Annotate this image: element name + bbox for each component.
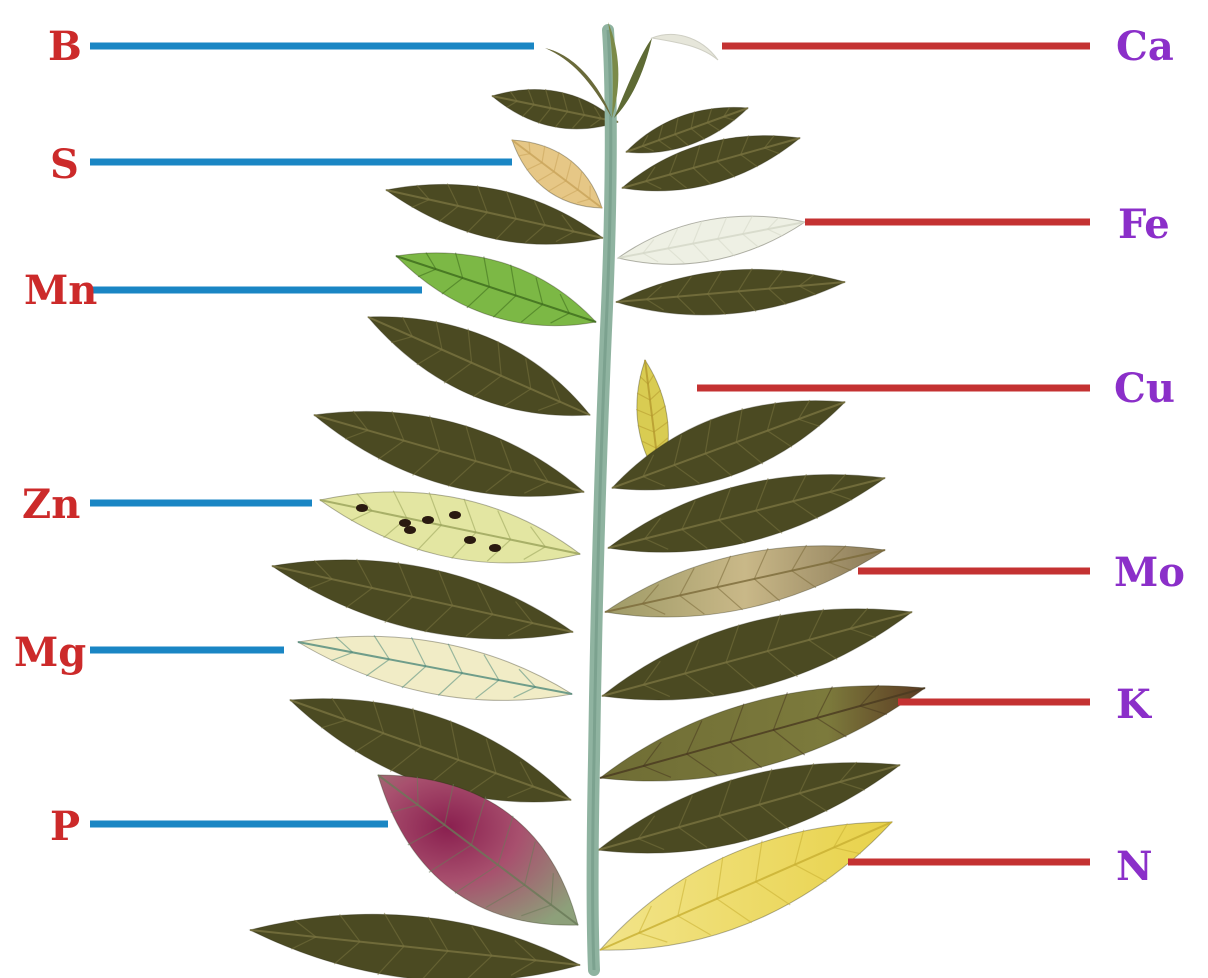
plant-stem	[593, 30, 611, 970]
label-n: N	[1116, 843, 1153, 890]
label-cu: Cu	[1114, 365, 1175, 412]
label-s: S	[50, 141, 79, 188]
label-p: P	[50, 803, 80, 850]
label-mo: Mo	[1114, 549, 1185, 596]
leaf-left-mn	[396, 253, 596, 326]
leaf-left-zn	[320, 491, 580, 563]
label-zn: Zn	[22, 481, 80, 528]
label-mg: Mg	[14, 629, 86, 676]
leaf-left-5	[272, 559, 573, 639]
label-k: K	[1116, 681, 1152, 728]
label-ca: Ca	[1116, 23, 1174, 70]
leaf-right-fe	[618, 215, 805, 264]
leaf-left-4	[314, 411, 584, 496]
leaf-right-mo	[605, 545, 885, 617]
leaf-left-mg	[298, 635, 572, 700]
label-b: B	[48, 23, 82, 70]
leaf-left-7	[250, 913, 580, 978]
leaf-right-3	[616, 268, 845, 315]
label-fe: Fe	[1118, 201, 1170, 248]
label-mn: Mn	[24, 267, 97, 314]
leaf-left-3	[368, 317, 590, 416]
